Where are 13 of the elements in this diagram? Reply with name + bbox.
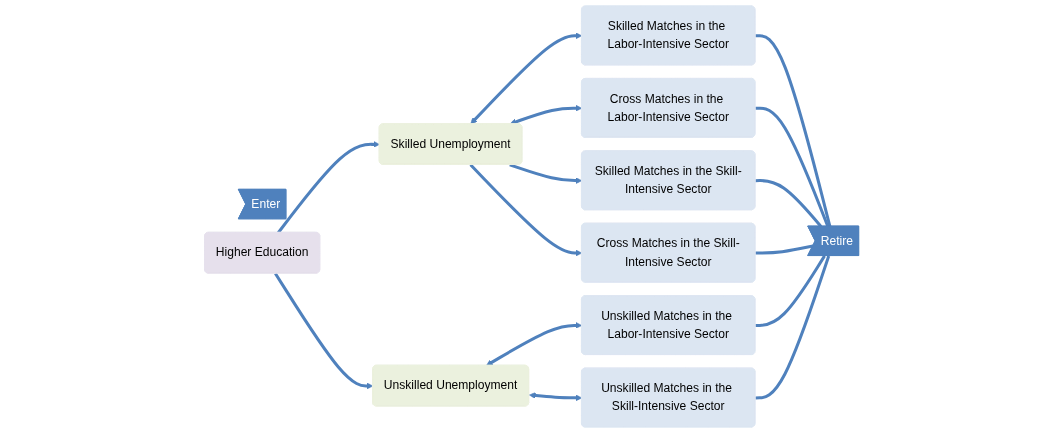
connector [755,179,823,228]
arrow [274,272,374,390]
connector [755,255,826,327]
connector [755,255,831,400]
arrow [486,322,583,366]
connector [755,106,830,228]
arrow [470,32,583,125]
arrow [528,392,583,402]
connector [755,34,832,227]
connector [755,244,814,255]
arrow [509,163,583,184]
arrow [276,141,380,234]
arrow [469,163,583,257]
